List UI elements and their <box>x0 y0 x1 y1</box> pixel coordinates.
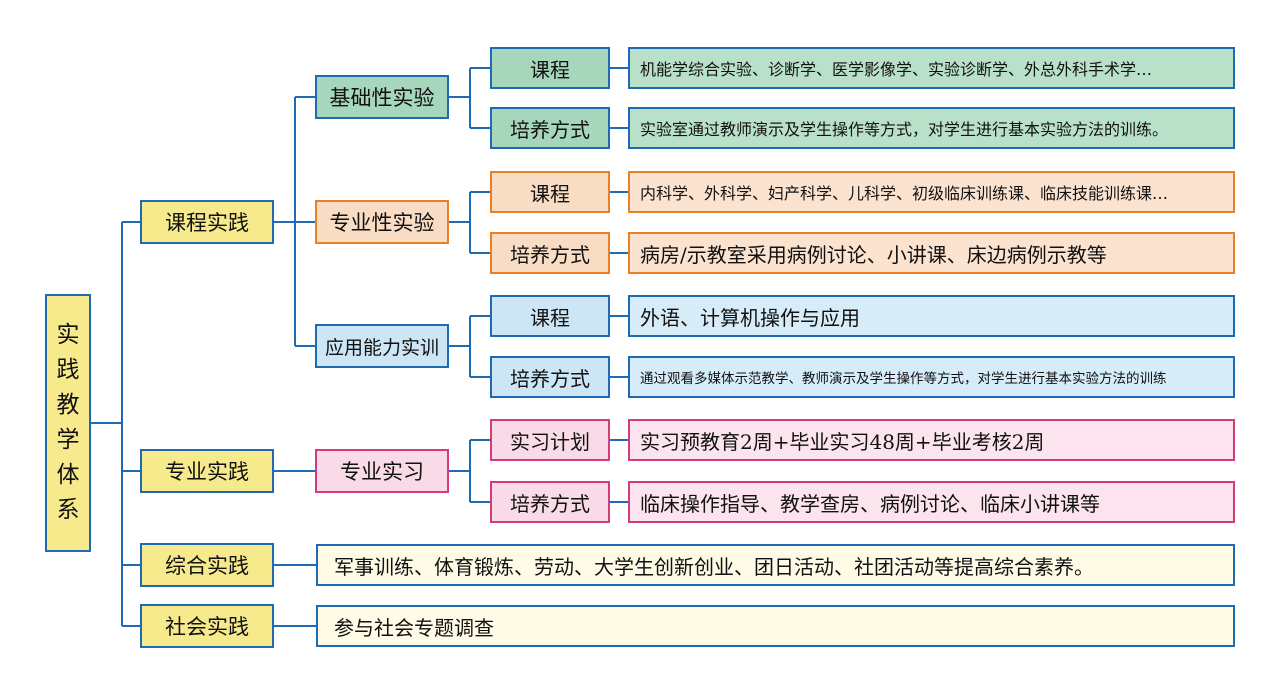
internship-plan-label: 实习计划 <box>490 419 610 461</box>
course-practice-node: 课程实践 <box>140 200 274 244</box>
comprehensive-content: 军事训练、体育锻炼、劳动、大学生创新创业、团日活动、社团活动等提高综合素养。 <box>316 544 1235 586</box>
comprehensive-practice-node: 综合实践 <box>140 543 274 587</box>
root-char: 实 <box>56 322 80 348</box>
root-char: 体 <box>56 462 80 488</box>
basic-training-label: 培养方式 <box>490 107 610 149</box>
basic-experiment-node: 基础性实验 <box>315 75 449 119</box>
root-char: 教 <box>56 392 80 418</box>
internship-node: 专业实习 <box>315 449 449 493</box>
root-char: 践 <box>56 357 80 383</box>
root-node: 实 践 教 学 体 系 <box>45 294 91 552</box>
specialty-course-content: 内科学、外科学、妇产科学、儿科学、初级临床训练课、临床技能训练课… <box>628 171 1235 213</box>
root-char: 学 <box>56 427 80 453</box>
root-char: 系 <box>56 497 80 523</box>
applied-training-label: 培养方式 <box>490 356 610 398</box>
applied-course-label: 课程 <box>490 295 610 337</box>
internship-training-content: 临床操作指导、教学查房、病例讨论、临床小讲课等 <box>628 481 1235 523</box>
specialty-training-content: 病房/示教室采用病例讨论、小讲课、床边病例示教等 <box>628 232 1235 274</box>
basic-course-label: 课程 <box>490 47 610 89</box>
specialty-course-label: 课程 <box>490 171 610 213</box>
internship-plan-content: 实习预教育2周+毕业实习48周+毕业考核2周 <box>628 419 1235 461</box>
specialty-training-label: 培养方式 <box>490 232 610 274</box>
applied-course-content: 外语、计算机操作与应用 <box>628 295 1235 337</box>
social-content: 参与社会专题调查 <box>316 605 1235 647</box>
social-practice-node: 社会实践 <box>140 604 274 648</box>
applied-training-content: 通过观看多媒体示范教学、教师演示及学生操作等方式，对学生进行基本实验方法的训练 <box>628 356 1235 398</box>
basic-course-content: 机能学综合实验、诊断学、医学影像学、实验诊断学、外总外科手术学… <box>628 47 1235 89</box>
internship-training-label: 培养方式 <box>490 481 610 523</box>
basic-training-content: 实验室通过教师演示及学生操作等方式，对学生进行基本实验方法的训练。 <box>628 107 1235 149</box>
specialty-experiment-node: 专业性实验 <box>315 200 449 244</box>
professional-practice-node: 专业实践 <box>140 449 274 493</box>
applied-training-node: 应用能力实训 <box>315 324 449 368</box>
